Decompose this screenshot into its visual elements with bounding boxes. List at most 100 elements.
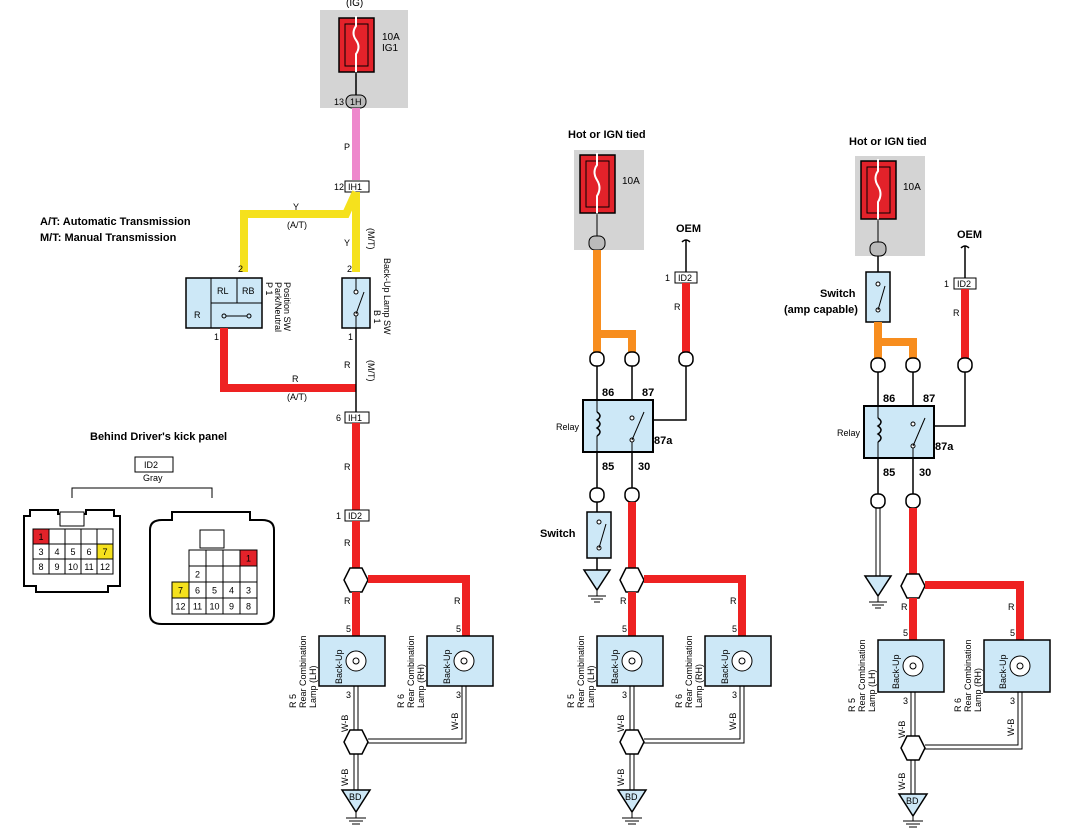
connector-id2-mid-pin: 1 [665,273,670,283]
pnp-pin-top: 2 [238,264,243,274]
wire-wb-right-lh: W-B [897,721,907,738]
bul-id: B 1 [372,310,382,324]
connector-large-pin-pin-label: 8 [246,602,251,612]
left-circuit: (IG) 10A IG1 1H 13 P IH1 12 Y (A/T) Y (M… [185,0,494,825]
relay-coil-icon [876,417,882,443]
lamp-bulb-icon [621,650,643,672]
wire-r4: R [454,596,461,606]
connector-small-pin-cell [48,528,66,545]
lamp-lh-pin-bottom: 3 [346,690,351,700]
lamp-rh-pin-top: 5 [456,624,461,634]
wire-r3: R [344,596,351,606]
wire-y-vert-label: Y [344,238,350,248]
lamp-right-lh-backup: Back-Up [891,654,901,689]
relay-right-86: 86 [883,393,895,405]
note-hot-ign-1: Hot or IGN tied [568,129,646,141]
fuse-right-amp: 10A [903,182,921,193]
lamp-rh-backup: Back-Up [442,649,452,684]
connector-large-pin-cell [205,565,224,583]
connector-large-pin-pin-label: 2 [195,570,200,580]
lamp-mid-lh-name-2: Lamp (LH) [586,665,596,708]
pnp-name-1: Park/Neutral [273,282,283,332]
connector-large-pin-pin-label: 5 [212,586,217,596]
fuse-element-icon [352,16,360,74]
relay-mid-label: Relay [556,422,580,432]
ground-bd-mid-icon [616,789,648,814]
relay-right-87: 87 [923,393,935,405]
connector-id2-right-pin: 1 [944,279,949,289]
connector-id-label: ID2 [144,460,158,470]
connector-small-pin-pin-label: 8 [38,562,43,572]
ground-bd-label: BD [349,792,362,802]
bul-pin-bottom: 1 [348,332,353,342]
note-oem-1: OEM [676,223,701,235]
wire-r-right-rh: R [1008,602,1015,612]
switch-mid [586,511,612,559]
wire-y-mt-label: (M/T) [366,228,376,250]
ground-bd-icon [340,789,372,814]
splice-wb-right [900,735,926,761]
fuse-element-icon [593,153,601,215]
connector-1h-label: 1H [350,97,362,107]
right-circuit: Hot or IGN tied 10A Switch (amp capable)… [784,136,1051,828]
connector-large-pin-cell [188,549,207,567]
wire-r-vert-label: R [344,360,351,370]
ground-bd-right-label: BD [906,796,919,806]
wire-orange-mid [593,250,636,352]
lamp-rh-pin-bottom: 3 [456,690,461,700]
wire-r1: R [344,462,351,472]
splice-wb-mid [619,729,645,755]
connector-id2-right-label: ID2 [957,279,971,289]
wire-red-to-rh-left [368,575,470,636]
bul-pin-top: 2 [347,264,352,274]
connector-small-pin-pin-label: 3 [38,547,43,557]
switch-mid-label: Switch [540,528,576,540]
wire-r-mt-label: (M/T) [366,360,376,382]
connector-id2-left-pin: 1 [336,511,341,521]
wire-wb-right-rh: W-B [1006,719,1016,736]
lamp-mid-lh-pin-bottom: 3 [622,690,627,700]
splice-red-right [900,573,926,599]
connector-small-pin-pin-label: 10 [68,562,78,572]
lamp-mid-lh-id: R 5 [566,694,576,708]
lamp-mid-rh-name-2: Lamp (RH) [694,664,704,708]
connector-small-pin-cell [64,528,82,545]
connector-large-pin-pin-label: 12 [175,602,185,612]
connector-large-pin-pin-label: 1 [246,554,251,564]
lamp-right-rh-pin-bottom: 3 [1010,696,1015,706]
lamp-lh-pin-top: 5 [346,624,351,634]
connector-large-pin-cell [222,549,241,567]
switch-amp-capable [865,271,891,323]
relay-mid-86: 86 [602,387,614,399]
lamp-right-lh-pin-top: 5 [903,628,908,638]
wire-r-right-lh: R [901,602,908,612]
connector-small-pin-pin-label: 7 [102,547,107,557]
lamp-bulb-icon [345,650,367,672]
lamp-right-lh-name-2: Lamp (LH) [867,669,877,712]
lamp-lh-name-1: Rear Combination [298,635,308,708]
lamp-right-rh-backup: Back-Up [998,654,1008,689]
ground-bd-right-icon [897,793,929,818]
wire-r-mid-lh: R [620,596,627,606]
connector-large-pin-pin-label: 7 [178,586,183,596]
wire-r-oem-mid: R [674,302,681,312]
pnp-rl: RL [217,286,229,296]
wire-wb-right-ground: W-B [897,773,907,790]
wire-p-label: P [344,142,350,152]
wire-red-at [220,328,356,392]
connector-large-pin-pin-label: 4 [229,586,234,596]
wire-r-at-paren: (A/T) [287,392,307,402]
relay-right [863,405,935,459]
note-hot-ign-2: Hot or IGN tied [849,136,927,148]
wire-y-at-label: (A/T) [287,220,307,230]
lamp-rh-id: R 6 [396,694,406,708]
connector-small-pin-cell [96,558,114,575]
connector-large-pin-pin-label: 11 [193,602,202,612]
lamp-mid-rh-pin-bottom: 3 [732,690,737,700]
lamp-right-lh-id: R 5 [847,698,857,712]
connector-id2-mid-label: ID2 [678,273,692,283]
ground-bd-mid-label: BD [625,792,638,802]
lamp-mid-lh-name-1: Rear Combination [576,635,586,708]
